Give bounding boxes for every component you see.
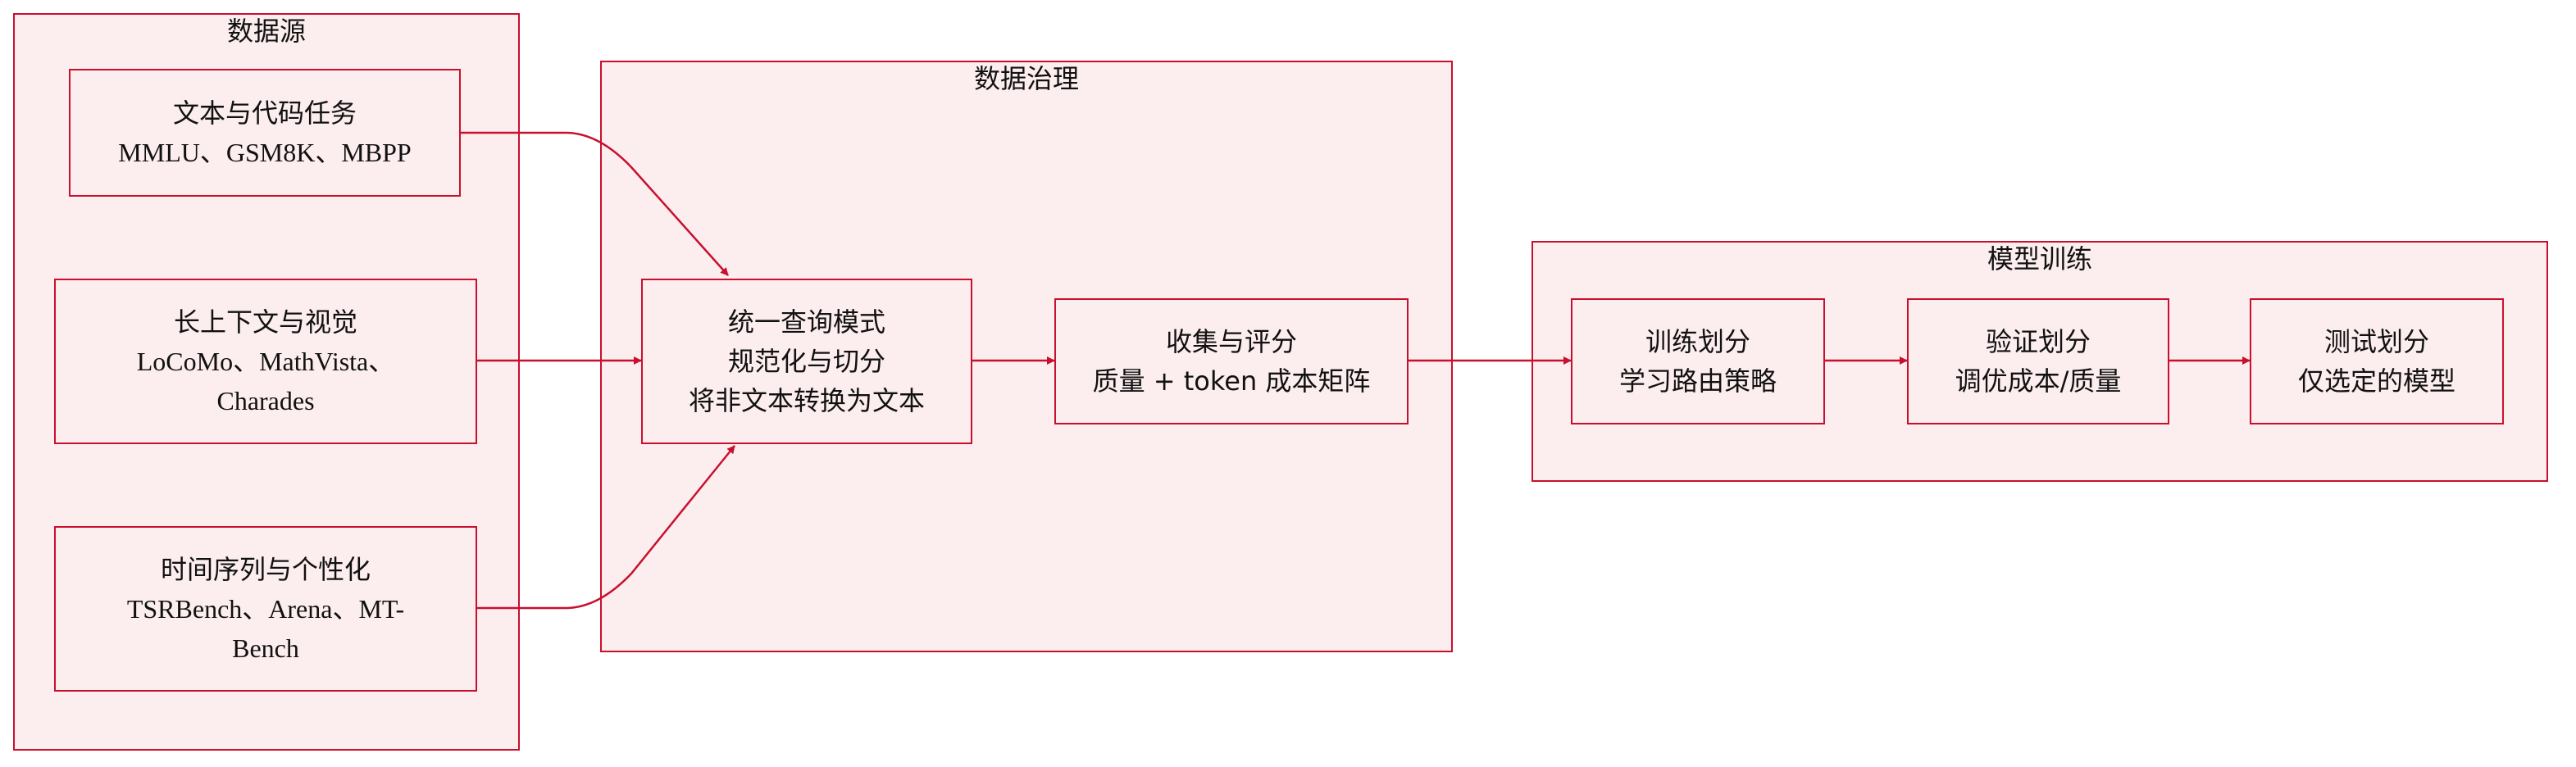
node-train-split: 训练划分 学习路由策略 [1571,298,1825,424]
group-title-data-governance: 数据治理 [973,63,1079,94]
node-collect-and-score: 收集与评分 质量 + token 成本矩阵 [1054,298,1409,424]
group-title-data-sources: 数据源 [226,16,306,47]
node-unify-line-2: 规范化与切分 [727,346,885,377]
node-unify-query-schema: 统一查询模式 规范化与切分 将非文本转换为文本 [641,279,972,444]
node-text-code-title: 文本与代码任务 [172,98,357,129]
node-train-title: 训练划分 [1645,326,1750,357]
group-title-model-training: 模型训练 [1987,243,2092,275]
node-time-series-personalization: 时间序列与个性化 TSRBench、Arena、MT- Bench [54,526,477,692]
node-collect-detail: 质量 + token 成本矩阵 [1092,365,1371,397]
node-time-series-datasets-2: Bench [232,633,299,663]
node-long-context-title: 长上下文与视觉 [173,306,357,338]
node-time-series-datasets-1: TSRBench、Arena、MT- [126,594,405,624]
node-collect-title: 收集与评分 [1165,326,1297,357]
node-validation-detail: 调优成本/质量 [1955,365,2122,397]
node-long-context-vision: 长上下文与视觉 LoCoMo、MathVista、 Charades [54,279,477,444]
node-validation-split: 验证划分 调优成本/质量 [1907,298,2169,424]
node-long-context-datasets-1: LoCoMo、MathVista、 [136,347,395,376]
node-long-context-datasets-2: Charades [216,386,315,415]
node-text-code-datasets: MMLU、GSM8K、MBPP [118,138,412,167]
node-test-detail: 仅选定的模型 [2297,365,2455,397]
node-unify-line-3: 将非文本转换为文本 [688,385,925,416]
node-text-code-tasks: 文本与代码任务 MMLU、GSM8K、MBPP [69,69,461,197]
node-train-detail: 学习路由策略 [1618,365,1777,397]
node-validation-title: 验证划分 [1985,326,2091,357]
node-unify-line-1: 统一查询模式 [727,306,885,338]
node-test-split: 测试划分 仅选定的模型 [2250,298,2504,424]
node-time-series-title: 时间序列与个性化 [160,554,371,585]
node-test-title: 测试划分 [2323,326,2429,357]
